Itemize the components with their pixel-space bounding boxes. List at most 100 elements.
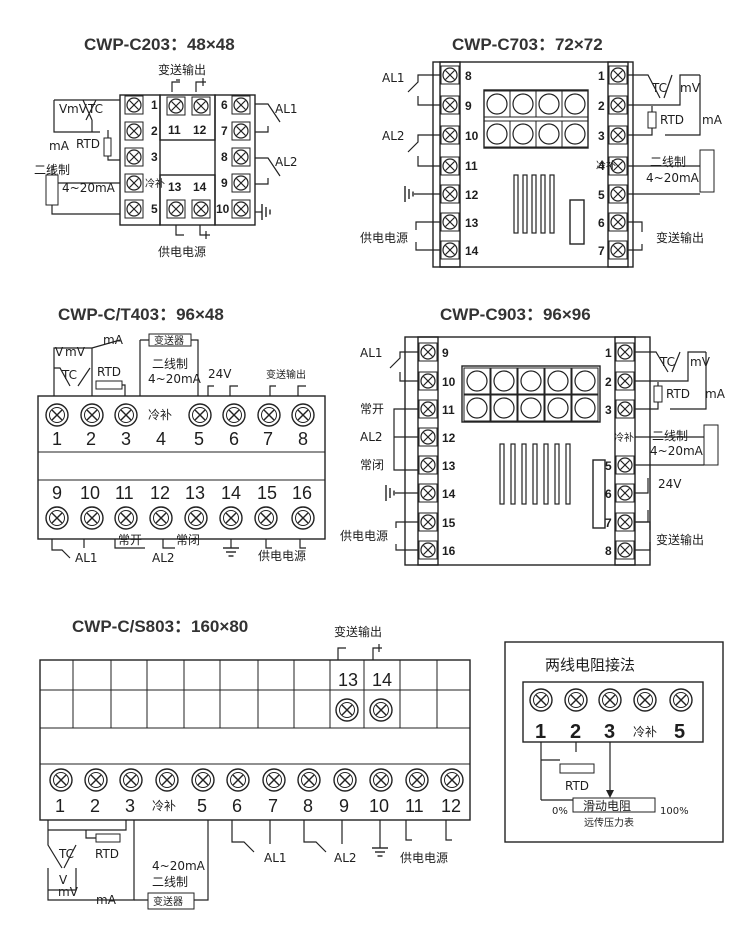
cs803-power-label: 供电电源 [400, 851, 448, 865]
svg-text:1: 1 [52, 429, 62, 449]
svg-text:14: 14 [465, 244, 479, 258]
c903-rtd-resistor [653, 385, 663, 403]
c203-right-screws [231, 95, 251, 219]
svg-text:14: 14 [442, 487, 456, 501]
c203-alarm2-wires [255, 157, 281, 185]
svg-text:10: 10 [442, 375, 456, 389]
svg-text:10: 10 [80, 483, 100, 503]
c203-tc-label: TC [87, 102, 103, 116]
c903-tc: TC [659, 355, 675, 369]
c703-tc-wires [628, 74, 700, 106]
c203-cold-comp: 冷补 [145, 177, 165, 190]
svg-text:6: 6 [221, 98, 228, 112]
c903-case [404, 336, 651, 566]
two-wire-pct0: 0% [552, 806, 568, 817]
svg-text:3: 3 [604, 721, 615, 743]
svg-text:9: 9 [339, 796, 349, 816]
ct403-normally-closed: 常闭 [176, 533, 200, 547]
c203-title: CWP-C203：48×48 [84, 35, 235, 54]
ct403-transmitter: 变送器 [154, 334, 184, 347]
c703-two-wire: 二线制 [650, 155, 686, 169]
svg-text:14: 14 [193, 180, 207, 194]
svg-text:3: 3 [121, 429, 131, 449]
svg-text:8: 8 [465, 69, 472, 83]
cs803-alarm1: AL1 [264, 851, 287, 865]
ct403-title: CWP-C/T403：96×48 [58, 305, 224, 324]
cs803-bottom-screws [49, 768, 464, 792]
svg-text:5: 5 [197, 796, 207, 816]
ct403-ma: mA [103, 333, 124, 347]
c203-alarm2: AL2 [275, 155, 298, 169]
two-wire-rtd: RTD [565, 779, 589, 793]
two-wire-remote-gauge: 远传压力表 [584, 816, 634, 829]
c903-vents [499, 443, 571, 505]
cs803-case [39, 659, 471, 821]
c703-mv: mV [680, 81, 701, 95]
cs803-rtd-resistor [95, 833, 121, 843]
c703-alarm2: AL2 [382, 129, 405, 143]
svg-text:3: 3 [125, 796, 135, 816]
svg-text:5: 5 [151, 202, 158, 216]
c203-rtd-wires [107, 130, 120, 161]
cs803-mv: mV [58, 885, 79, 899]
c703-alarm1: AL1 [382, 71, 405, 85]
cs803-ground-icon [371, 847, 389, 857]
svg-text:16: 16 [292, 483, 312, 503]
svg-text:3: 3 [605, 403, 612, 417]
svg-text:7: 7 [268, 796, 278, 816]
c703-alarm1-wires [407, 74, 440, 106]
c903-power-label: 供电电源 [340, 529, 388, 543]
svg-text:1: 1 [535, 721, 546, 743]
c703-transmit-label: 变送输出 [656, 230, 704, 245]
ct403-power-label: 供电电源 [258, 549, 306, 563]
c203-top-mid-block [159, 94, 216, 141]
ct403-tc: TC [61, 368, 77, 382]
c203-ma-label: mA [49, 139, 70, 153]
cs803-transmit-label: 变送输出 [334, 624, 382, 639]
svg-text:1: 1 [151, 98, 158, 112]
ct403-transmitter-wires [139, 339, 199, 396]
svg-text:6: 6 [229, 429, 239, 449]
svg-text:6: 6 [232, 796, 242, 816]
c703-cold-comp: 冷补 [596, 159, 616, 172]
cs803-alarm2: AL2 [334, 851, 357, 865]
svg-text:13: 13 [465, 216, 479, 230]
c903-ground-icon [385, 484, 395, 502]
c903-transmit-label: 变送输出 [656, 532, 704, 547]
svg-text:8: 8 [303, 796, 313, 816]
cs803-v: V [59, 873, 68, 887]
c203-rtd-resistor [103, 137, 112, 157]
c903-ma: mA [705, 387, 726, 401]
c903-transmitter-box [703, 424, 719, 466]
svg-text:7: 7 [263, 429, 273, 449]
svg-text:11: 11 [465, 159, 478, 173]
c703-side-slot [569, 199, 585, 245]
c703-power-wires [415, 221, 440, 251]
svg-text:13: 13 [168, 180, 182, 194]
c203-current-wires [51, 165, 120, 215]
c703-alarm2-wires [407, 134, 440, 167]
ct403-normally-open: 常开 [118, 533, 142, 547]
svg-text:3: 3 [598, 129, 605, 143]
c903-right-strip [614, 336, 636, 566]
svg-text:16: 16 [442, 544, 456, 558]
ct403-transmit-label: 变送输出 [266, 368, 306, 381]
c703-tc: TC [651, 81, 667, 95]
c903-alarm2: AL2 [360, 430, 383, 444]
svg-text:7: 7 [598, 244, 605, 258]
c903-display-frame [461, 365, 601, 423]
c203-alarm1: AL1 [275, 102, 298, 116]
c203-ground-icon [261, 203, 271, 221]
svg-text:1: 1 [55, 796, 65, 816]
c203-left-screws [124, 95, 144, 219]
two-wire-title: 两线电阻接法 [545, 656, 635, 674]
c903-left-strip [417, 336, 439, 566]
svg-text:15: 15 [442, 516, 456, 530]
